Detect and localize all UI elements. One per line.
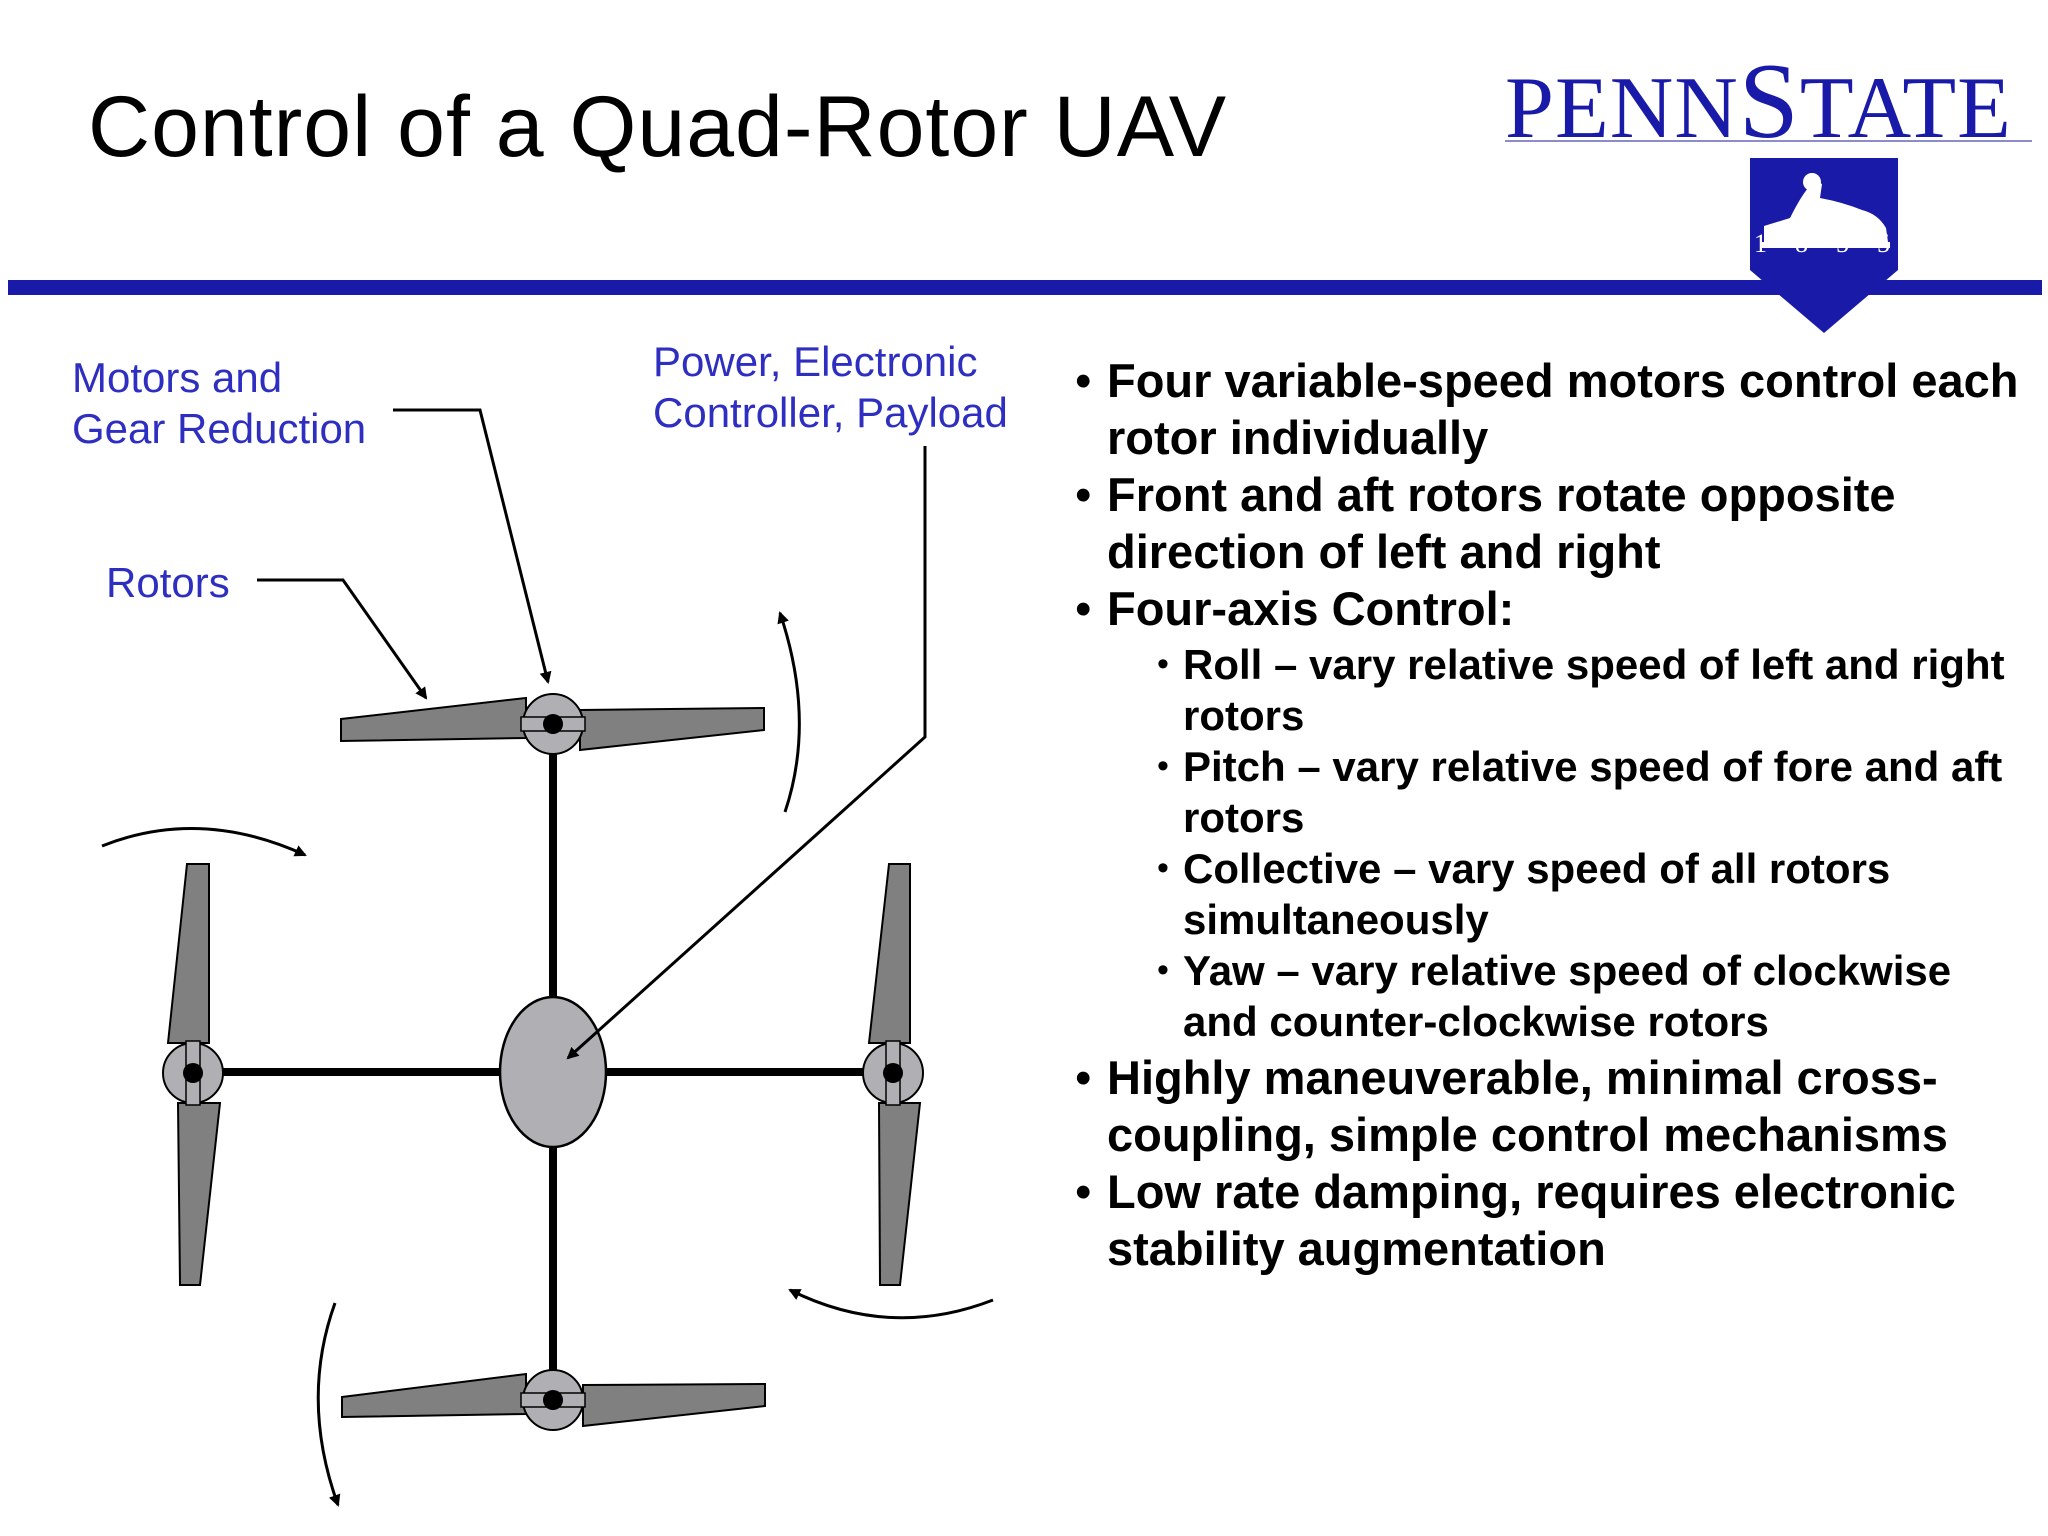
front-rotor (340, 693, 765, 755)
power-label-line: Power, Electronic (653, 338, 978, 385)
rotation-arrow-front (777, 611, 801, 813)
bullet-item: Low rate damping, requires electronic st… (1075, 1163, 2035, 1277)
leader-line-motors (393, 408, 552, 684)
bullet-item: Four variable-speed motors control each … (1075, 352, 2035, 466)
year-digit: 5 (1877, 229, 1890, 258)
pennstate-wordmark: PENNSTATE (1505, 42, 2012, 161)
central-body (498, 995, 608, 1149)
sub-bullet-list: Roll – vary relative speed of left and r… (1075, 639, 2035, 1047)
year-digit: 1 (1754, 229, 1767, 258)
right-rotor (862, 863, 924, 1286)
founding-year: 1 8 5 5 (1748, 229, 1896, 259)
slide-title: Control of a Quad-Rotor UAV (88, 79, 1228, 175)
sub-bullet-item: Pitch – vary relative speed of fore and … (1075, 741, 2035, 843)
logo-underline (1505, 140, 2032, 142)
sub-bullet-item: Roll – vary relative speed of left and r… (1075, 639, 2035, 741)
sub-bullet-item: Yaw – vary relative speed of clockwise a… (1075, 945, 2035, 1047)
title-divider (8, 280, 2042, 295)
leader-line-power (566, 446, 927, 1060)
power-controller-label: Power, Electronic Controller, Payload (653, 336, 1008, 438)
bullet-list: Four variable-speed motors control each … (1075, 352, 2035, 1277)
year-digit: 8 (1795, 229, 1808, 258)
aft-rotor (341, 1369, 766, 1431)
leader-line-rotors (257, 578, 428, 700)
power-label-line: Controller, Payload (653, 389, 1008, 436)
bullet-item: Four-axis Control: (1075, 580, 2035, 637)
motors-gear-label: Motors and Gear Reduction (72, 352, 366, 454)
rotation-arrow-aft (316, 1302, 341, 1507)
sub-bullet-group: Roll – vary relative speed of left and r… (1075, 639, 2035, 1047)
sub-bullet-item: Collective – vary speed of all rotors si… (1075, 843, 2035, 945)
motors-label-line: Motors and (72, 354, 283, 401)
rotors-label: Rotors (106, 559, 230, 606)
motors-label-line: Gear Reduction (72, 405, 367, 452)
left-rotor (162, 863, 224, 1286)
year-digit: 5 (1836, 229, 1849, 258)
rotation-arrow-left (101, 827, 307, 857)
bullet-item: Front and aft rotors rotate opposite dir… (1075, 466, 2035, 580)
rotation-arrow-right (788, 1288, 994, 1320)
bullet-item: Highly maneuverable, minimal cross-coupl… (1075, 1049, 2035, 1163)
quadrotor-diagram (101, 408, 994, 1507)
